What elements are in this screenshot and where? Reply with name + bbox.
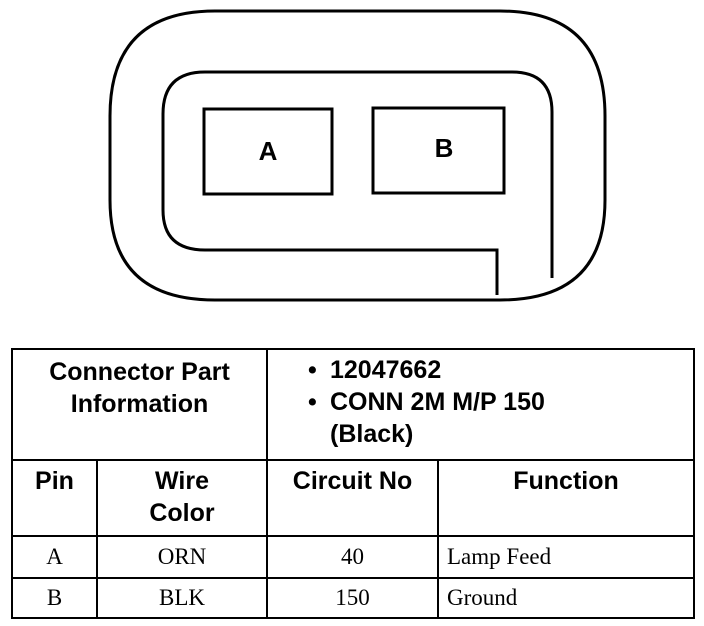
part-info-value-cell: 12047662 CONN 2M M/P 150 (Black) [265,348,696,461]
pin-cell: B [11,577,98,619]
connector-desc-item: CONN 2M M/P 150 (Black) [308,386,693,450]
cavity-a-label: A [259,136,278,166]
part-info-label-line2: Information [70,390,209,418]
circuit-cell: 150 [266,577,439,619]
circuit-cell: 40 [266,535,439,579]
cavity-b-label: B [435,133,454,163]
table-row: A ORN 40 Lamp Feed [11,535,696,579]
part-info-bullets: 12047662 CONN 2M M/P 150 (Black) [308,354,693,450]
part-info-row: Connector Part Information 12047662 CONN… [11,348,696,461]
wire-color-cell: ORN [96,535,268,579]
pin-cell: A [11,535,98,579]
wire-color-header-line1: Wire [155,467,209,495]
connector-housing-outline [108,9,607,302]
wire-color-header-line2: Color [149,499,215,527]
cavity-b-box [371,106,506,195]
cavity-a-box [202,107,334,196]
wire-color-header: Wire Color [96,459,268,537]
connector-info-table: Connector Part Information 12047662 CONN… [11,348,696,619]
part-number: 12047662 [330,356,442,384]
connector-desc-line2: (Black) [330,420,414,448]
pin-header: Pin [11,459,98,537]
connector-desc-line1: CONN 2M M/P 150 [330,388,545,416]
part-info-label-line1: Connector Part [49,358,230,386]
part-info-label-cell: Connector Part Information [11,348,268,461]
column-header-row: Pin Wire Color Circuit No Function [11,459,696,537]
part-number-item: 12047662 [308,354,693,386]
circuit-no-header: Circuit No [266,459,439,537]
connector-inner-outline [161,70,554,295]
function-header: Function [436,459,696,537]
function-cell: Ground [436,577,696,619]
table-row: B BLK 150 Ground [11,577,696,619]
connector-face-diagram: A B [108,9,607,302]
function-cell: Lamp Feed [436,535,696,579]
wire-color-cell: BLK [96,577,268,619]
